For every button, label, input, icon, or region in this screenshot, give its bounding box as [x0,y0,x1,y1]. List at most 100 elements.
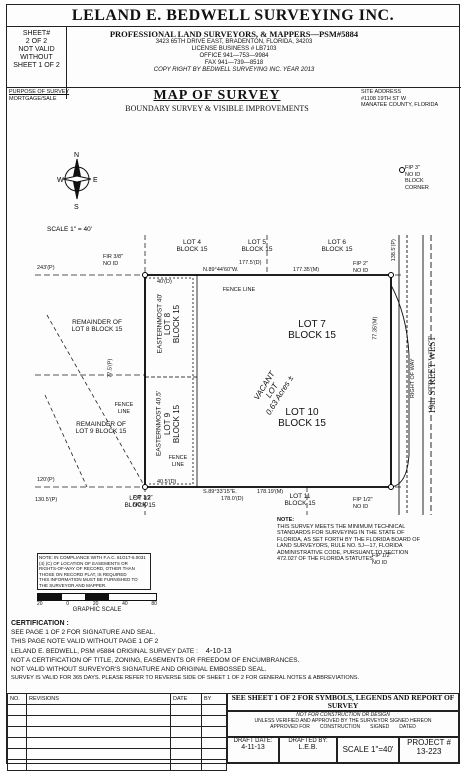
sheet-count: 2 OF 2 [25,38,48,45]
compass-n: N [74,152,79,159]
fence-line-label: FENCE LINE [114,402,134,415]
fir-3-8-label: FIR 3/8"NO ID [103,254,123,267]
revisions-header-date: DATE [170,693,202,705]
revisions-table: NO. REVISIONS DATE BY [7,693,227,771]
compliance-note: NOTE: IN COMPLIANCE WITH F.A.C. 61G17-6.… [37,553,151,590]
revisions-header-no: NO. [7,693,27,705]
distance-77-5: 77.5'(P) [107,358,114,378]
compass-w: W [57,177,64,184]
map-title: MAP OF SURVEY BOUNDARY SURVEY & VISIBLE … [67,88,367,113]
firm-office-phone: OFFICE 941—753—9984 [199,53,269,59]
certification-note: SURVEY IS VALID FOR 365 DAYS. PLEASE REF… [11,675,360,681]
original-survey-date: 4-10-13 [205,646,232,655]
table-row: NO. REVISIONS DATE BY [7,693,227,705]
bottom-distance: 178.19'(M) [257,489,284,495]
top-distance-measured: 177.35'(M) [293,267,320,273]
table-row [7,748,227,760]
standards-note: NOTE: THIS SURVEY MEETS THE MINIMUM TECH… [277,517,420,562]
top-distance: 177.5'(D) [239,260,262,266]
compass-e: E [93,177,98,184]
distance-40-5: 40.5'(D) [157,479,177,485]
distance-40: 40'(D) [157,279,172,285]
fence-line-label: FENCE LINE [168,455,188,468]
firm-fax: FAX 941—739—8518 [204,60,264,66]
company-name: LELAND E. BEDWELL SURVEYING INC. [7,5,459,27]
certification-heading: CERTIFICATION : [11,620,69,627]
site-address: SITE ADDRESS #1108 19TH ST W MANATEE COU… [361,89,459,109]
graphic-scale-ticks: 20 0 20 40 80 [37,601,157,607]
purpose-label: PURPOSE OF SURVEY [9,89,70,95]
see-sheet-note: SEE SHEET 1 OF 2 FOR SYMBOLS, LEGENDS AN… [227,693,459,711]
street-lines [390,235,432,515]
block-corner-label: FIP 3" NO ID BLOCK CORNER [405,165,429,191]
draft-date: 4-11-13 [241,744,265,751]
certification-line: SEE PAGE 1 OF 2 FOR SIGNATURE AND SEAL. [11,629,156,636]
distance-138-5: 138.5'(P) [390,239,397,262]
survey-sheet: LELAND E. BEDWELL SURVEYING INC. SHEET# … [6,4,461,771]
fip-1-2-se-label: FIP 1/2"NO ID [353,497,373,510]
map-drawing: N S W E SCALE 1" = 40' [35,152,432,558]
distance-77-35: 77.35'(M) [372,316,379,340]
sheet-label: SHEET# [22,30,51,37]
copyright: COPY RIGHT BY BEDWELL SURVEYING INC. YEA… [153,67,315,73]
divider [7,87,461,88]
right-of-way-label: RIGHT OF WAY [409,358,416,399]
fip-1-2-south-label: FIP 1/2"NO ID [372,553,392,566]
fip-1-2-sw-label: FIP 1/2"NO ID [133,495,153,508]
table-row [7,737,227,749]
graphic-scale: 20 0 20 40 80 GRAPHIC SCALE [37,593,157,613]
site-label: SITE ADDRESS [361,89,402,95]
north-arrow-icon [62,158,92,200]
distance-130-5: 130.5'(P) [35,497,58,503]
project-number-box: PROJECT # 13-223 [399,737,459,763]
certification-note: NOT A CERTIFICATION OF TITLE, ZONING, EA… [11,657,300,664]
scale-box: SCALE 1"=40' [337,737,399,763]
firm-header: PROFESSIONAL LAND SURVEYORS, & MAPPERS—P… [69,29,399,74]
top-bearing: N.89°44'60"W. [203,267,239,273]
project-number: 13-223 [416,747,442,756]
fip-2-label: FIP 2"NO ID [353,261,369,274]
purpose-of-survey: PURPOSE OF SURVEY MORTGAGE/SALE [9,89,79,102]
sheet-number-box: SHEET# 2 OF 2 NOT VALID WITHOUT SHEET 1 … [7,27,67,99]
sheet-valid-note: SHEET 1 OF 2 [13,62,60,69]
easternmost-40-5-label: EASTERNMOST 40.5' [155,390,163,457]
certification-signer-row: LELAND E. BEDWELL, PSM #5884 ORIGINAL SU… [11,646,232,655]
certification-note: NOT VALID WITHOUT SURVEYOR'S SIGNATURE A… [11,666,267,673]
revisions-header-by: BY [201,693,227,705]
graphic-scale-bar [37,593,157,601]
distance-120: 120'(P) [37,477,55,483]
certification-line: THIS PAGE NOTE VALID WITHOUT PAGE 1 OF 2 [11,638,159,645]
graphic-scale-label: GRAPHIC SCALE [72,607,122,613]
sheet-valid-note: WITHOUT [20,54,53,61]
compass-s: S [74,204,79,211]
drafted-by-box: DRAFTED BY: L.E.B. [279,737,337,763]
firm-license: LICENSE BUSINESS # LB7103 [191,46,277,52]
fir-corner-nw [142,272,148,278]
certification: CERTIFICATION : SEE PAGE 1 OF 2 FOR SIGN… [11,619,457,683]
table-row [7,726,227,738]
table-row [7,704,227,716]
table-row [7,759,227,771]
firm-professional: PROFESSIONAL LAND SURVEYORS, & MAPPERS—P… [109,29,359,39]
sheet-valid-note: NOT VALID [18,46,55,53]
draft-date-box: DRAFT DATE: 4-11-13 [227,737,279,763]
fip-corner-sw [142,484,148,490]
street-name: 19th STREET WEST [427,336,437,414]
fence-line-label: FENCE LINE [222,287,256,293]
revisions-header: REVISIONS [26,693,171,705]
survey-map: N S W E SCALE 1" = 40' [7,115,461,566]
firm-address: 3423 65TH DRIVE EAST, BRADENTON, FLORIDA… [155,39,313,45]
fip-corner-ne [388,272,394,278]
title: MAP OF SURVEY [153,88,281,103]
bottom-distance-deed: 178.0'(D) [221,496,244,502]
